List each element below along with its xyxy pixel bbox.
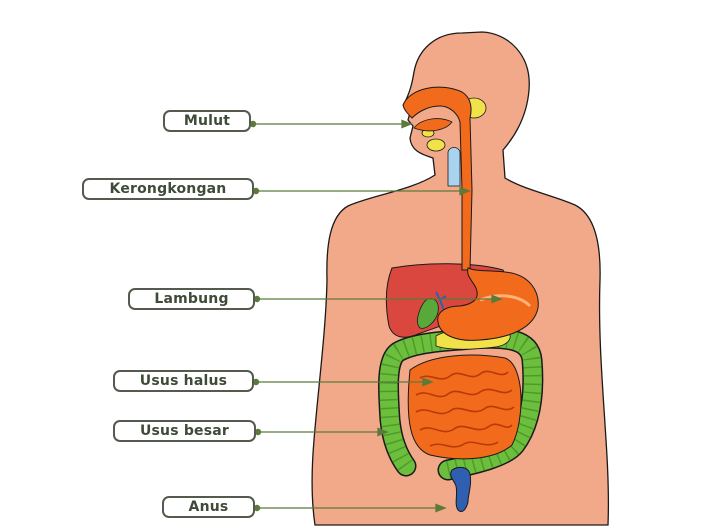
pointer-lines <box>249 119 503 513</box>
gallbladder <box>417 298 439 329</box>
stomach <box>437 267 539 341</box>
tongue <box>413 118 453 132</box>
label-kerongkongan: Kerongkongan <box>82 178 254 200</box>
label-usus-halus: Usus halus <box>113 370 254 392</box>
rectum <box>450 466 472 513</box>
label-lambung: Lambung <box>128 288 255 310</box>
trachea <box>447 147 461 187</box>
mouth-pharynx <box>402 86 473 271</box>
label-usus-besar: Usus besar <box>113 420 256 442</box>
label-mulut: Mulut <box>163 110 251 132</box>
label-anus: Anus <box>162 496 255 518</box>
small-intestine <box>407 354 522 460</box>
salivary-gland-mid <box>426 138 446 152</box>
small-intestine-loops <box>415 370 515 448</box>
